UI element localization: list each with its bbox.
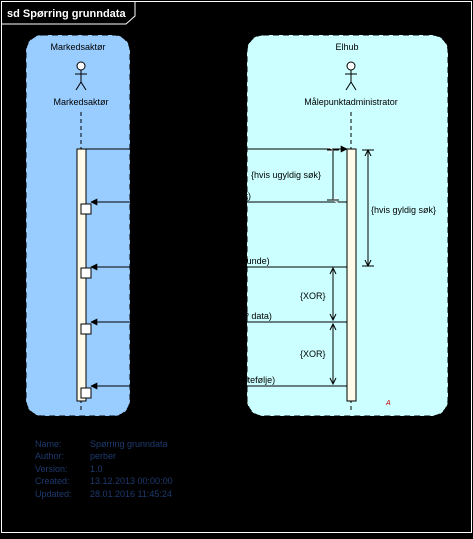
activation-box-portefolje (80, 387, 92, 399)
metadata-block: Name: Spørring grunndata Author: perber … (35, 439, 173, 499)
message-5-sporring-avvist: 5-spørring(avvist) (90, 191, 347, 206)
swimlane-label-markedsaktor: Markedsaktør (50, 42, 105, 52)
message-label: 5-spørring(avvist) (181, 191, 251, 201)
corner-mark: A (385, 400, 391, 407)
meta-created-key: Created: (35, 476, 70, 486)
swimlane-label-elhub: Elhub (335, 42, 358, 52)
message-6-oppdater-mp-data: 6-oppdater grunndata(MP data) (90, 311, 347, 326)
activation-box-avvist (80, 203, 92, 215)
activation-bar-malepunktadministrator (346, 148, 357, 402)
xor-label-2: {XOR} (300, 349, 326, 359)
message-6-oppdater-portefolje: 6-oppdater grunndata(Portefølje) (90, 375, 347, 390)
meta-updated-value: 28.01.2016 11:45:24 (90, 489, 172, 499)
xor-marker-1: {XOR} (300, 266, 337, 322)
stick-figure-icon (345, 61, 357, 91)
meta-name-value: Spørring grunndata (90, 439, 168, 449)
frame-title: sd Spørring grunndata (7, 8, 126, 20)
meta-created-value: 13.12.2013 00:00:00 (90, 476, 173, 486)
message-5-sporring: 5-spørring() (86, 138, 348, 153)
xor-marker-2: {XOR} (300, 322, 337, 386)
stick-figure-icon (75, 61, 87, 91)
frame-title-tab (1, 1, 136, 25)
meta-name-key: Name: (35, 439, 62, 449)
meta-author-key: Author: (35, 451, 64, 461)
actor-malepunktadministrator: Målepunktadministrator (304, 61, 398, 107)
message-label: 6-oppdater grunndata(Portefølje) (144, 375, 275, 385)
meta-author-value: perber (90, 451, 116, 461)
activation-box-mp-data (80, 323, 92, 335)
message-label: 6-oppdater grunndata(Kunde) (151, 256, 270, 266)
activation-box-kunde (80, 267, 92, 279)
meta-version-value: 1.0 (90, 464, 103, 474)
guard-label-ugyldig: {hvis ugyldig søk} (251, 170, 321, 180)
message-6-oppdater-kunde: 6-oppdater grunndata(Kunde) (90, 256, 347, 271)
actor-label-malepunktadministrator: Målepunktadministrator (304, 97, 398, 107)
guard-ugyldig: {hvis ugyldig søk} (251, 150, 339, 200)
message-label: 6-oppdater grunndata(MP data) (146, 311, 272, 321)
actor-label-markedsaktor: Markedsaktør (53, 97, 108, 107)
meta-version-key: Version: (35, 464, 68, 474)
xor-label-1: {XOR} (300, 291, 326, 301)
guard-label-gyldig: {hvis gyldig søk} (371, 205, 436, 215)
actor-markedsaktor: Markedsaktør (53, 61, 109, 107)
meta-updated-key: Updated: (35, 489, 72, 499)
guard-gyldig: {hvis gyldig søk} (362, 148, 436, 268)
message-label: 5-spørring() (191, 138, 238, 148)
